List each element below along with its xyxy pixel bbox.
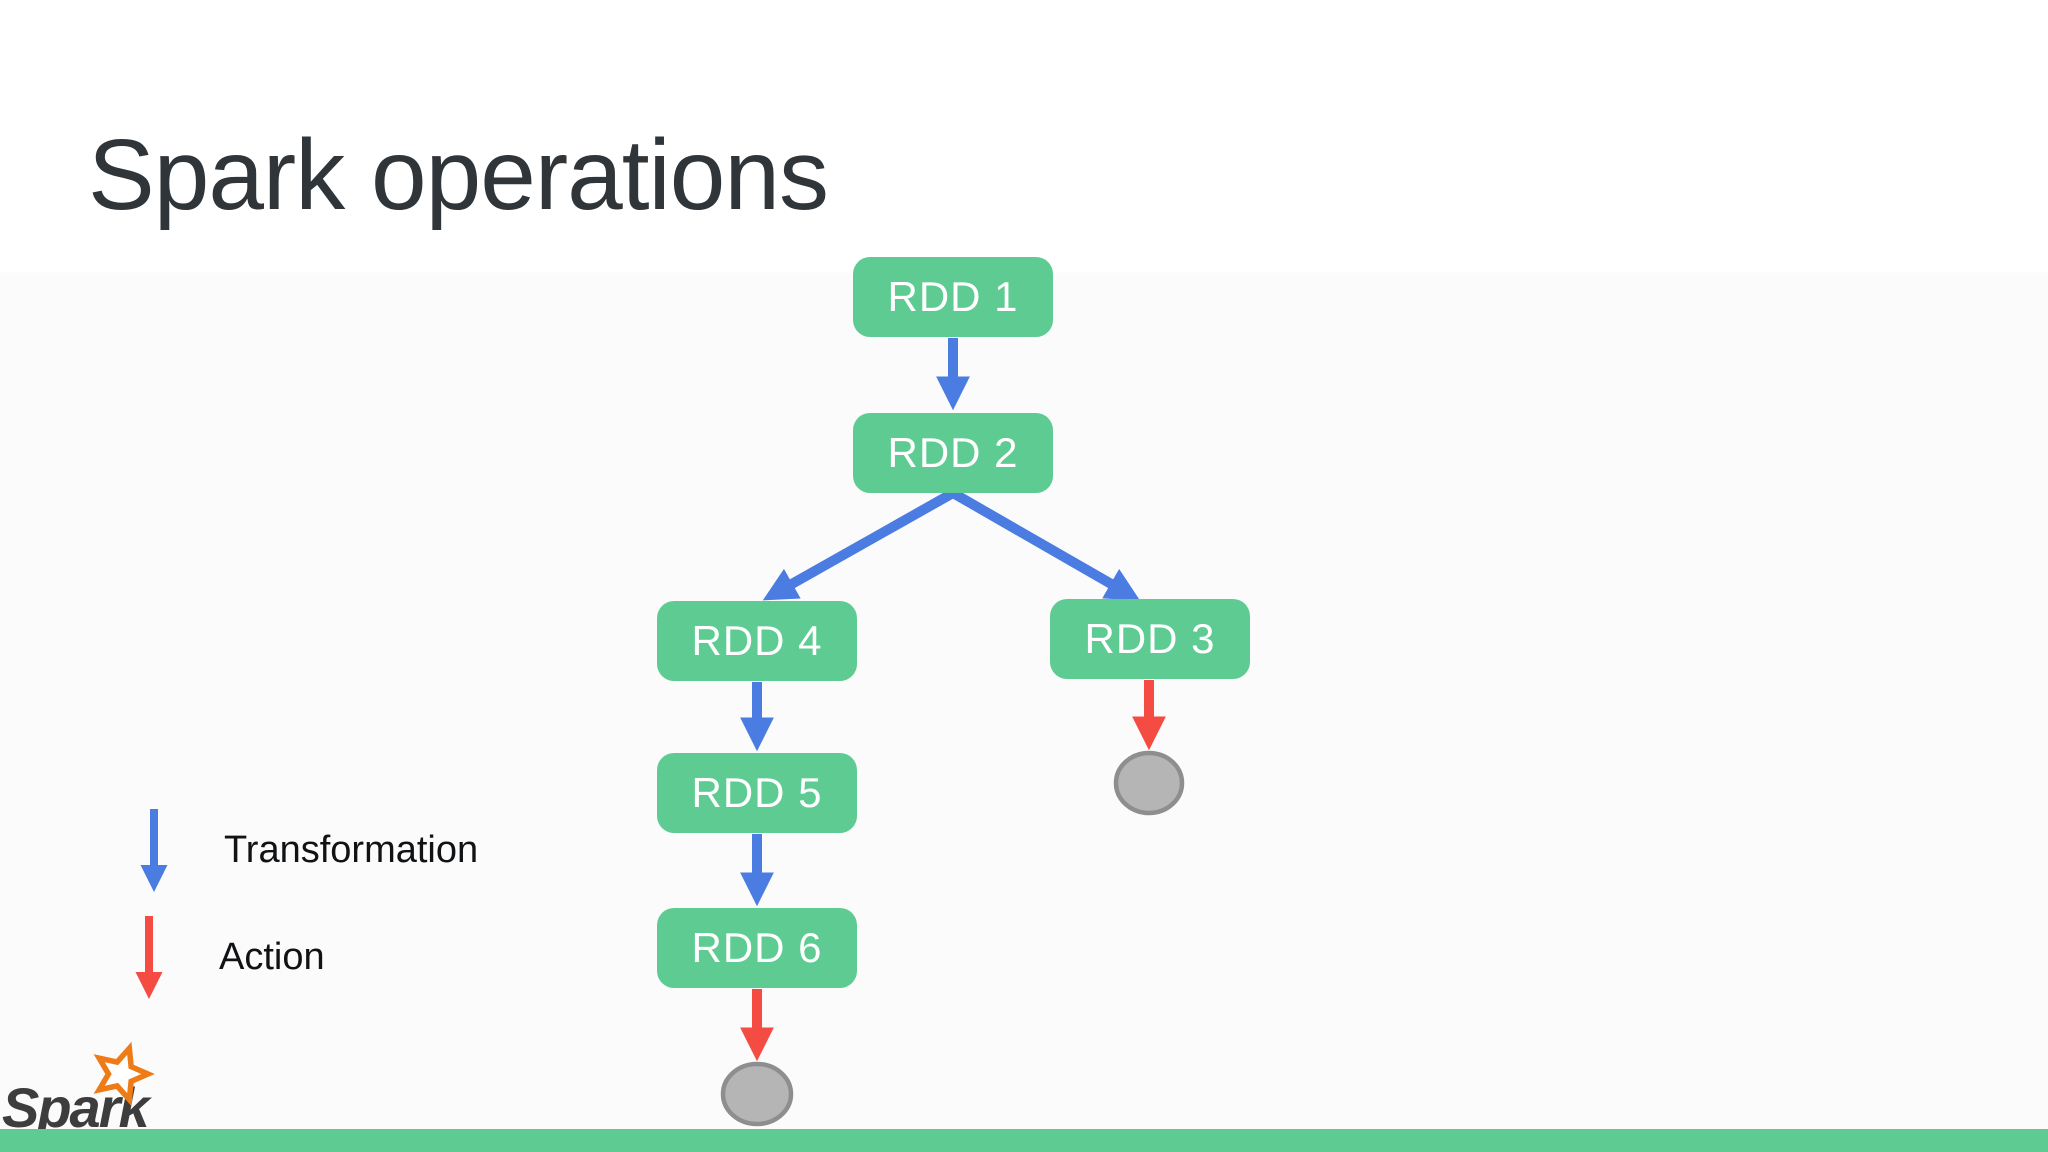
result-node-rdd6 bbox=[720, 1061, 794, 1127]
edge-rdd2-rdd3-transformation bbox=[950, 488, 1141, 601]
bottom-bar bbox=[0, 1129, 2048, 1152]
edge-rdd2-rdd4-transformation bbox=[762, 488, 956, 601]
legend-label-action: Action bbox=[219, 935, 325, 978]
page-title: Spark operations bbox=[88, 119, 829, 231]
node-rdd6: RDD 6 bbox=[657, 908, 857, 988]
node-rdd4-label: RDD 4 bbox=[691, 617, 823, 664]
node-rdd3: RDD 3 bbox=[1050, 599, 1250, 679]
legend-item-action: Action bbox=[129, 912, 325, 1002]
legend-label-transformation: Transformation bbox=[224, 828, 479, 871]
result-node-rdd3 bbox=[1113, 750, 1185, 816]
node-rdd3-label: RDD 3 bbox=[1084, 615, 1216, 662]
node-rdd5: RDD 5 bbox=[657, 753, 857, 833]
node-rdd6-label: RDD 6 bbox=[691, 924, 823, 971]
node-rdd2: RDD 2 bbox=[853, 413, 1053, 493]
node-rdd4: RDD 4 bbox=[657, 601, 857, 681]
node-rdd2-label: RDD 2 bbox=[887, 429, 1019, 476]
node-rdd1: RDD 1 bbox=[853, 257, 1053, 337]
spark-logo: Spark bbox=[2, 1041, 155, 1132]
transformation-arrow-icon bbox=[140, 809, 168, 893]
node-rdd5-label: RDD 5 bbox=[691, 769, 823, 816]
node-rdd1-label: RDD 1 bbox=[887, 273, 1019, 320]
spark-logo-star-icon bbox=[93, 1041, 155, 1107]
action-arrow-icon bbox=[135, 916, 163, 1000]
legend-item-transformation: Transformation bbox=[134, 805, 478, 895]
